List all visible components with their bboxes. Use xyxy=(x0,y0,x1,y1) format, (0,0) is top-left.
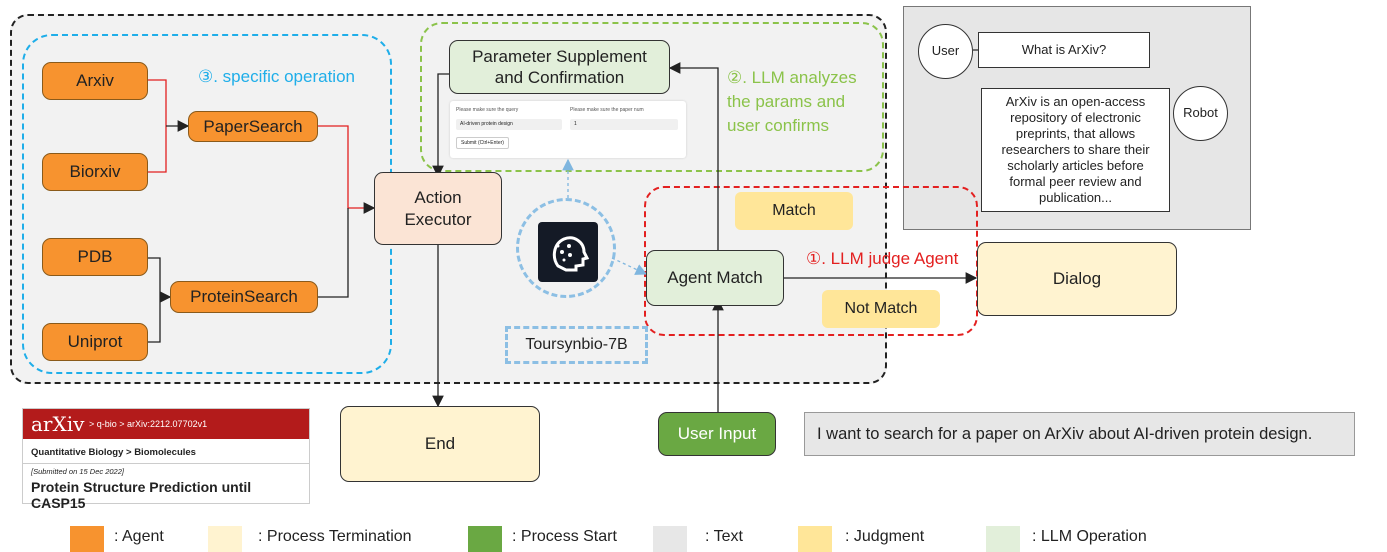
edge-match-param xyxy=(668,62,719,250)
legend-swatch-start xyxy=(468,526,502,552)
arxiv-submitted: [Submitted on 15 Dec 2022] xyxy=(31,467,124,476)
edge-biorxiv-papersearch xyxy=(148,126,167,173)
legend-swatch-text xyxy=(653,526,687,552)
legend-label-judgment: : Judgment xyxy=(845,528,925,545)
label-llm-judge: ①. LLM judge Agent xyxy=(806,249,959,268)
legend-label-start: : Process Start xyxy=(512,528,617,545)
model-name: Toursynbio-7B xyxy=(525,336,628,353)
edge-uniprot-proteinsearch xyxy=(148,297,161,343)
form-num-label: Please make sure the paper num xyxy=(570,107,644,113)
agent-pdb: PDB xyxy=(42,238,148,276)
agent-arxiv: Arxiv xyxy=(42,62,148,100)
edge-model-match xyxy=(611,257,648,275)
legend-swatch-agent xyxy=(70,526,104,552)
label-llm-analyzes: ②. LLM analyzes the params and user conf… xyxy=(727,68,857,135)
arxiv-breadcrumb: > q-bio > arXiv:2212.07702v1 xyxy=(89,419,208,429)
form-query-value: AI-driven protein design xyxy=(460,121,513,127)
legend-label-agent: : Agent xyxy=(114,528,164,545)
arxiv-header: arXiv > q-bio > arXiv:2212.07702v1 xyxy=(23,409,309,439)
edge-pdb-proteinsearch xyxy=(148,257,161,297)
llm-analyzes-group xyxy=(420,22,884,172)
agent-papersearch: PaperSearch xyxy=(188,111,318,142)
arxiv-logo: arXiv xyxy=(31,412,85,436)
agent-biorxiv: Biorxiv xyxy=(42,153,148,191)
node-param-supplement: Parameter Supplement and Confirmation xyxy=(449,40,670,94)
judge-match: Match xyxy=(735,192,853,230)
node-user-input: User Input xyxy=(658,412,776,456)
node-end: End xyxy=(340,406,540,482)
edge-papersearch-executor xyxy=(318,125,376,214)
form-submit-button[interactable]: Submit (Ctrl+Enter) xyxy=(456,137,509,149)
form-query-input[interactable]: AI-driven protein design xyxy=(456,119,562,130)
form-preview: Please make sure the query AI-driven pro… xyxy=(450,101,686,158)
agent-uniprot: Uniprot xyxy=(42,323,148,361)
arxiv-category: Quantitative Biology > Biomolecules xyxy=(31,447,196,458)
form-query-label: Please make sure the query xyxy=(456,107,519,113)
model-name-box: Toursynbio-7B xyxy=(505,326,648,364)
model-ring xyxy=(516,198,616,298)
arxiv-card: arXiv > q-bio > arXiv:2212.07702v1 Quant… xyxy=(22,408,310,511)
legend-label-termination: : Process Termination xyxy=(258,528,412,545)
legend-swatch-judgment xyxy=(798,526,832,552)
edge-arxiv-papersearch xyxy=(148,79,167,126)
label-specific-operation: ③. specific operation xyxy=(198,67,355,86)
chat-user-avatar: User xyxy=(918,24,973,79)
node-dialog: Dialog xyxy=(977,242,1177,316)
legend-label-text: : Text xyxy=(705,528,743,545)
form-num-input[interactable]: 1 xyxy=(570,119,678,130)
user-query-text: I want to search for a paper on ArXiv ab… xyxy=(804,412,1355,456)
judge-not-match: Not Match xyxy=(822,290,940,328)
legend-label-llm: : LLM Operation xyxy=(1032,528,1147,545)
arxiv-paper-title: Protein Structure Prediction until CASP1… xyxy=(31,479,252,511)
chat-user-bubble: What is ArXiv? xyxy=(978,32,1150,68)
node-agent-match: Agent Match xyxy=(646,250,784,306)
chat-robot-bubble: ArXiv is an open-access repository of el… xyxy=(981,88,1170,212)
legend-swatch-llm xyxy=(986,526,1020,552)
edge-param-executor xyxy=(432,73,452,178)
user-query: I want to search for a paper on ArXiv ab… xyxy=(817,424,1313,443)
model-logo-icon xyxy=(538,222,598,282)
node-action-executor: Action Executor xyxy=(374,172,502,245)
form-num-value: 1 xyxy=(574,121,577,127)
chat-robot-avatar: Robot xyxy=(1173,86,1228,141)
arxiv-divider xyxy=(23,463,309,464)
edge-proteinsearch-executor xyxy=(318,208,349,298)
legend-swatch-termination xyxy=(208,526,242,552)
agent-proteinsearch: ProteinSearch xyxy=(170,281,318,313)
